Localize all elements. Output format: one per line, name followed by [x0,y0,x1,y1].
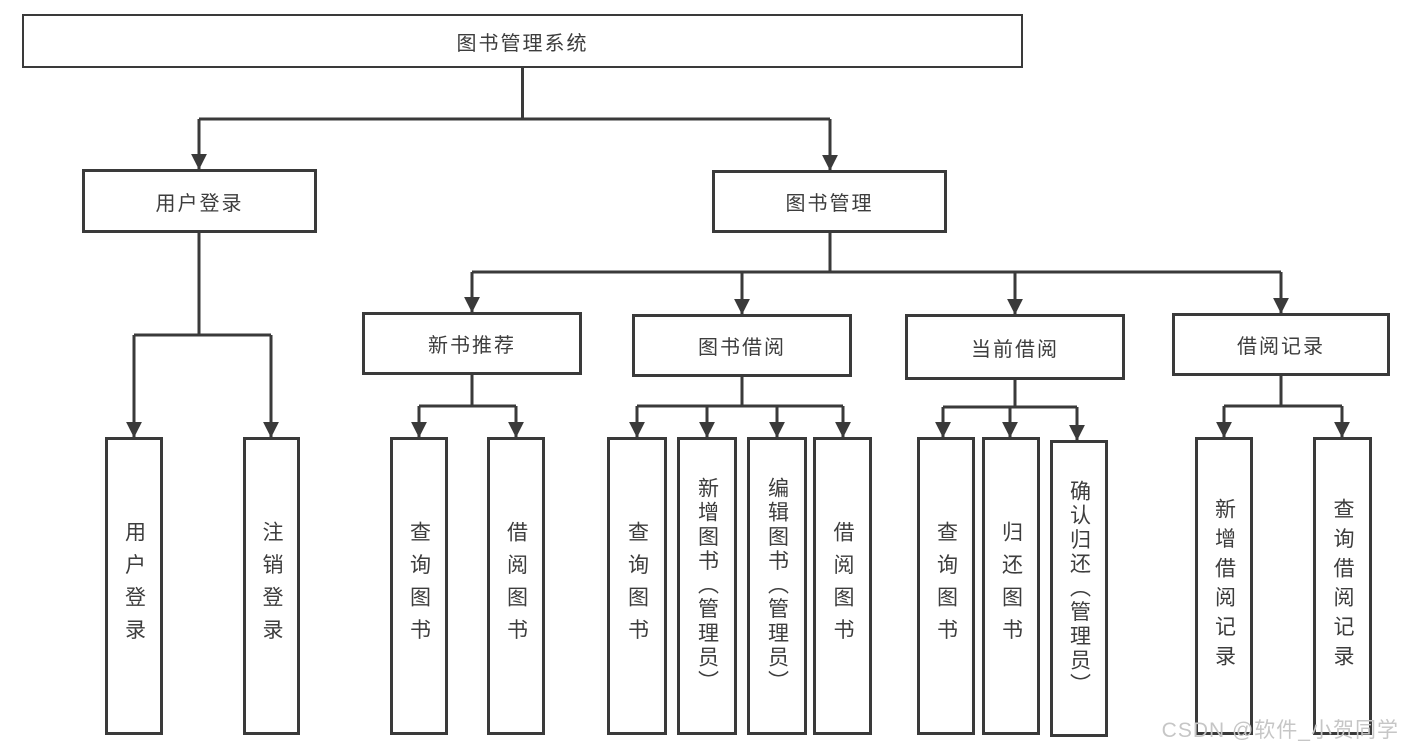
leaf-confirm-return-admin: 确认归还（管理员） [1050,440,1108,737]
node-book-borrow: 图书借阅 [632,314,852,377]
node-book-management: 图书管理 [712,170,947,233]
csdn-watermark: CSDN @软件_小贺同学 [1161,719,1399,742]
leaf-logout: 注销登录 [243,437,300,735]
node-new-book-recommend: 新书推荐 [362,312,582,375]
leaf-return-book: 归还图书 [982,437,1040,735]
leaf-query-borrow-record: 查询借阅记录 [1313,437,1372,735]
leaf-query-book-borrow: 查询图书 [607,437,667,735]
node-current-borrow: 当前借阅 [905,314,1125,380]
leaf-user-login: 用户登录 [105,437,163,735]
leaf-query-book-recommend: 查询图书 [390,437,448,735]
node-user-login: 用户登录 [82,169,317,233]
node-borrow-records: 借阅记录 [1172,313,1390,376]
leaf-add-borrow-record: 新增借阅记录 [1195,437,1253,735]
node-root-system: 图书管理系统 [22,14,1023,68]
leaf-edit-book-admin: 编辑图书（管理员） [747,437,807,735]
leaf-query-book-current: 查询图书 [917,437,975,735]
leaf-add-book-admin: 新增图书（管理员） [677,437,737,735]
leaf-borrow-book: 借阅图书 [813,437,872,735]
leaf-borrow-book-recommend: 借阅图书 [487,437,545,735]
